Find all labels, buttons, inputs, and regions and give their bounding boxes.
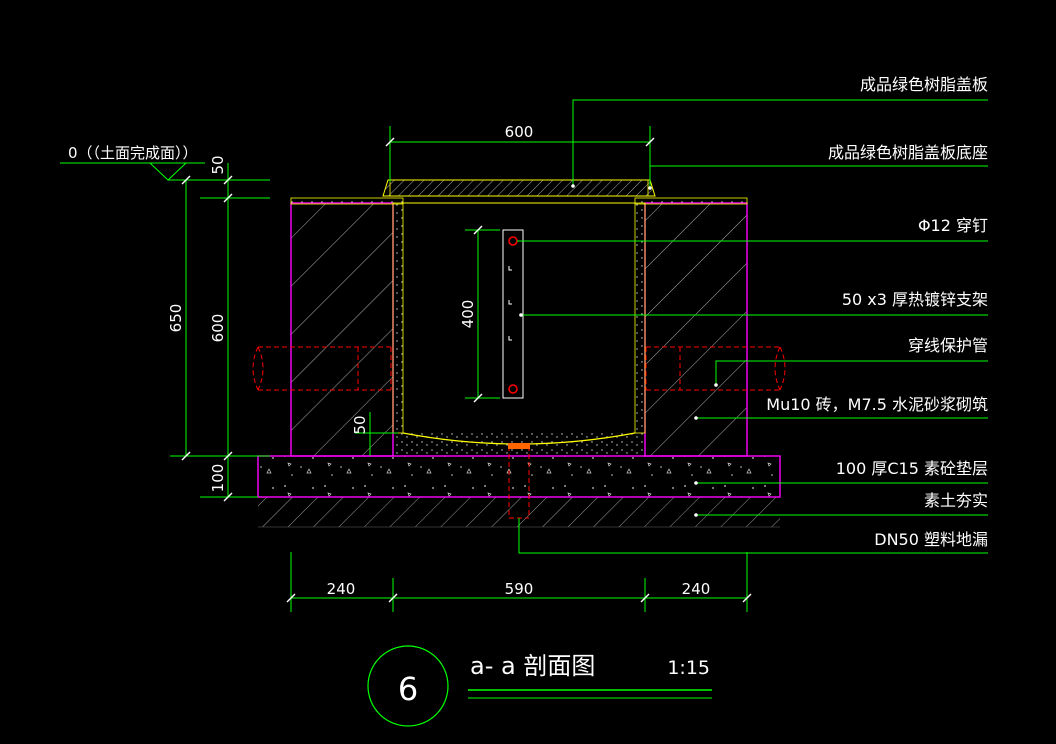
label-conduit: 穿线保护管 xyxy=(908,336,988,355)
dim-inner-height: 600 xyxy=(209,314,227,343)
label-cover-seat: 成品绿色树脂盖板底座 xyxy=(828,143,988,162)
conduit-right xyxy=(645,346,786,391)
label-pin: Φ12 穿钉 xyxy=(918,216,988,235)
label-drain: DN50 塑料地漏 xyxy=(874,530,988,549)
conduit-left xyxy=(252,346,392,391)
dim-cover-thickness: 50 xyxy=(209,155,227,174)
leader-dots xyxy=(519,184,718,517)
brick-wall-left xyxy=(290,197,404,457)
drain-outlet xyxy=(508,443,530,449)
detail-number-circle xyxy=(367,645,449,727)
dim-top-width: 600 xyxy=(505,123,534,141)
section-title: a- a 剖面图 xyxy=(470,652,595,680)
level-label: 0（（土面完成面）） xyxy=(68,144,198,162)
brick-wall-right xyxy=(634,197,748,457)
dim-inner-width: 590 xyxy=(505,580,534,598)
label-cushion: 100 厚C15 素砼垫层 xyxy=(836,459,988,478)
concrete-cushion xyxy=(257,455,781,498)
dim-wall-right: 240 xyxy=(682,580,711,598)
cover-plate xyxy=(382,179,656,197)
label-soil: 素土夯实 xyxy=(924,491,988,510)
pin-bottom-icon xyxy=(508,384,518,394)
pin-top-icon xyxy=(508,236,518,246)
dimension-ticks xyxy=(181,137,752,603)
dim-bracket-length: 400 xyxy=(459,300,477,329)
dim-bottom-slope: 50 xyxy=(351,415,369,434)
leader-lines xyxy=(517,99,988,554)
label-bracket: 50 x3 厚热镀锌支架 xyxy=(842,290,988,309)
galvanized-bracket xyxy=(502,229,524,399)
dim-wall-left: 240 xyxy=(327,580,356,598)
label-masonry: Mu10 砖，M7.5 水泥砂浆砌筑 xyxy=(766,395,988,414)
section-scale: 1:15 xyxy=(667,657,710,679)
dim-cushion-thickness: 100 xyxy=(209,464,227,493)
detail-number: 6 xyxy=(398,670,418,708)
label-cover: 成品绿色树脂盖板 xyxy=(860,75,988,94)
dim-total-height: 650 xyxy=(167,304,185,333)
